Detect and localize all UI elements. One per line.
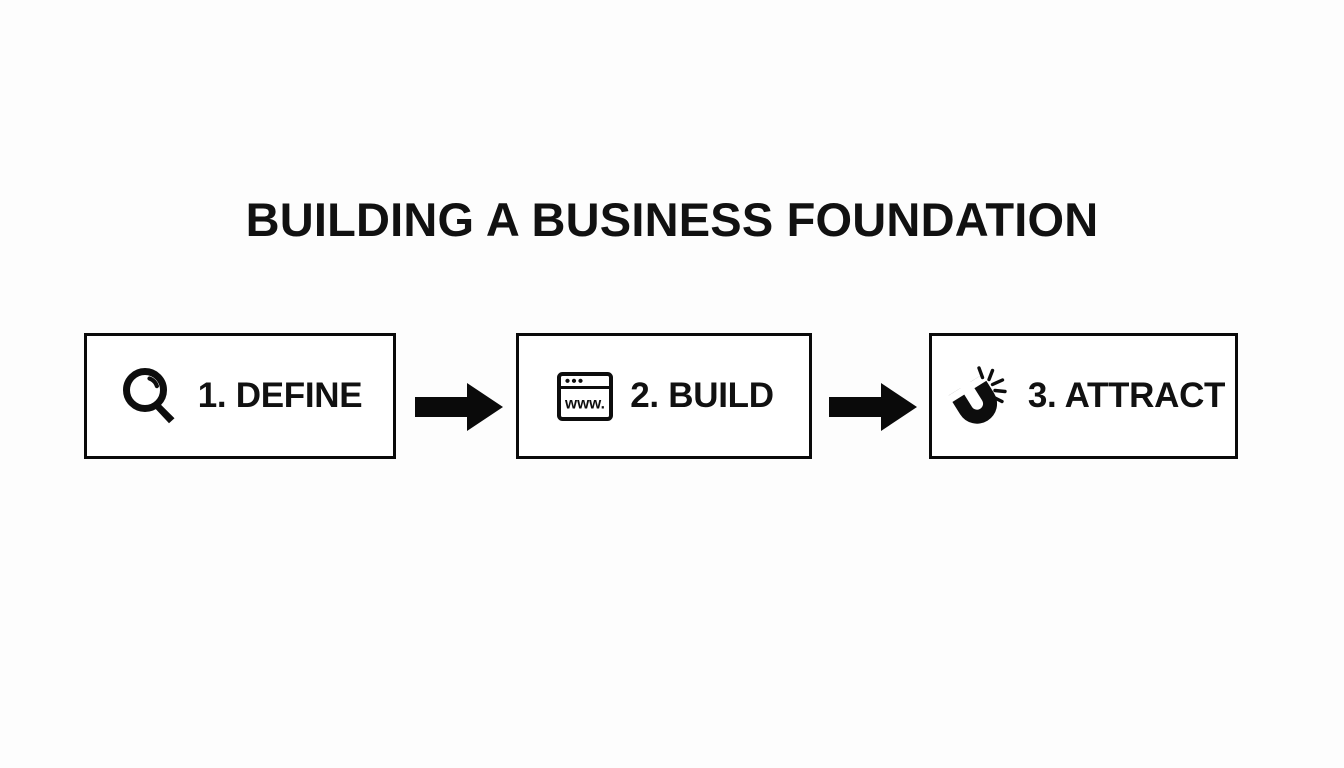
arrow-right-icon bbox=[415, 383, 503, 431]
step-content-build: www. 2. BUILD bbox=[554, 365, 774, 427]
step-label-build: 2. BUILD bbox=[630, 376, 774, 415]
arrow-right-icon bbox=[829, 383, 917, 431]
step-label-define: 1. DEFINE bbox=[197, 376, 363, 415]
step-box-attract[interactable]: 3. ATTRACT bbox=[929, 333, 1238, 459]
step-content-attract: 3. ATTRACT bbox=[942, 360, 1225, 432]
step-box-build[interactable]: www. 2. BUILD bbox=[516, 333, 812, 459]
page-title: BUILDING A BUSINESS FOUNDATION bbox=[245, 193, 1099, 246]
browser-www-text: www. bbox=[564, 396, 605, 413]
step-label-attract: 3. ATTRACT bbox=[1027, 376, 1226, 415]
step-content-define: 1. DEFINE bbox=[118, 363, 363, 429]
step-box-define[interactable]: 1. DEFINE bbox=[84, 333, 396, 459]
browser-window-icon: www. bbox=[557, 372, 614, 421]
process-flow: 1. DEFINE www. 2. BUILD bbox=[84, 333, 1238, 461]
magnet-icon bbox=[947, 366, 1007, 424]
magnifying-glass-icon bbox=[122, 368, 175, 424]
